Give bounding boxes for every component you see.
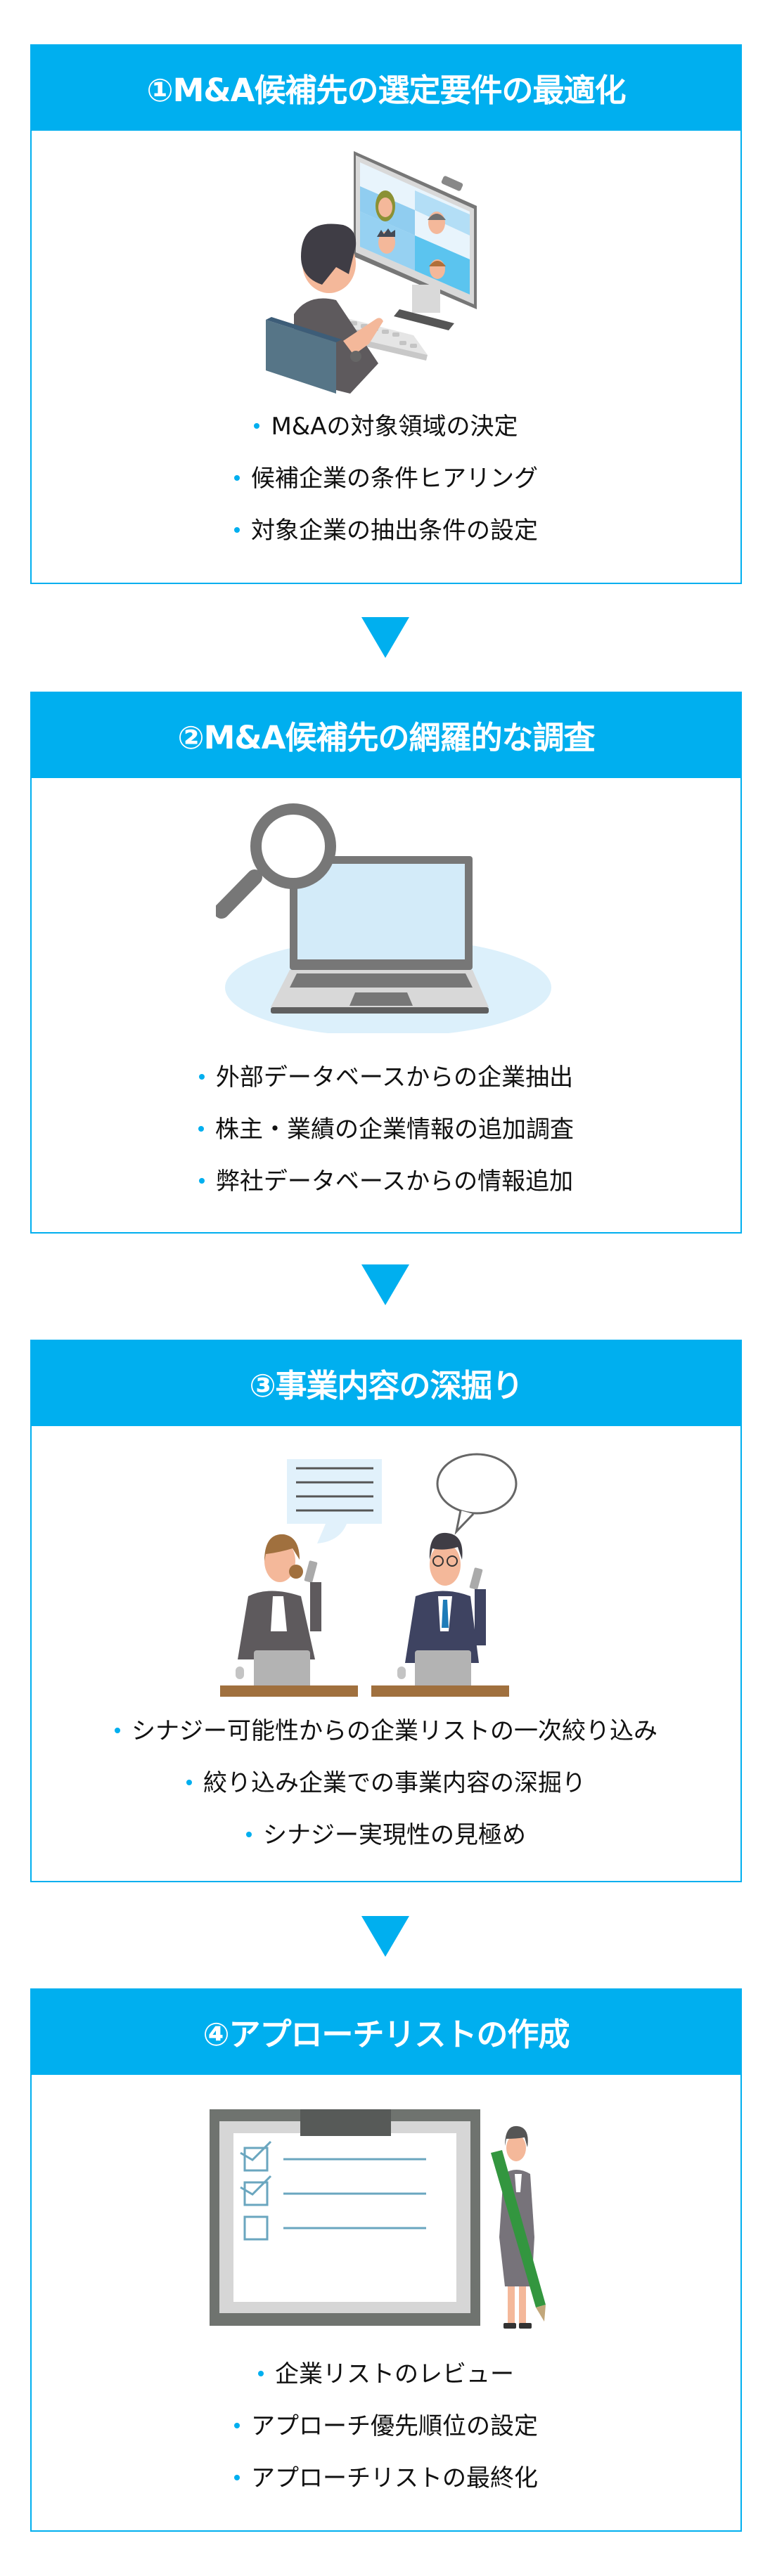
step-2-card: ②M&A候補先の網羅的な調査 外部データベースからの企業抽出 株主・業績の企業情… — [30, 692, 742, 1234]
list-item: 弊社データベースからの情報追加 — [32, 1156, 740, 1208]
bullet-dot-icon — [246, 1831, 252, 1837]
step-1-title: ①M&A候補先の選定要件の最適化 — [30, 44, 742, 131]
list-item: 外部データベースからの企業抽出 — [32, 1051, 740, 1103]
list-item: 候補企業の条件ヒアリング — [32, 453, 740, 505]
bullet-dot-icon — [234, 2474, 240, 2480]
down-arrow-icon — [361, 617, 409, 658]
bullet-dot-icon — [234, 474, 240, 481]
step-4-list: 企業リストのレビュー アプローチ優先順位の設定 アプローチリストの最終化 — [32, 2348, 740, 2504]
step-1-card: ①M&A候補先の選定要件の最適化 — [30, 44, 742, 584]
bullet-dot-icon — [234, 2422, 240, 2428]
business-people-phone-call-icon — [220, 1453, 518, 1697]
list-item: M&Aの対象領域の決定 — [32, 401, 740, 453]
list-item: シナジー実現性の見極め — [32, 1809, 740, 1861]
step-3-title: ③事業内容の深掘り — [30, 1340, 742, 1426]
bullet-dot-icon — [258, 2370, 264, 2376]
list-item: アプローチリストの最終化 — [32, 2452, 740, 2504]
list-item: 企業リストのレビュー — [32, 2348, 740, 2400]
bullet-dot-icon — [198, 1073, 205, 1080]
list-item: シナジー可能性からの企業リストの一次絞り込み — [32, 1705, 740, 1757]
step-4-title: ④アプローチリストの作成 — [30, 1988, 742, 2075]
step-4-card: ④アプローチリストの作成 企業リストのレビュー アプローチ優先順 — [30, 1988, 742, 2532]
bullet-dot-icon — [186, 1779, 192, 1785]
step-1-list: M&Aの対象領域の決定 候補企業の条件ヒアリング 対象企業の抽出条件の設定 — [32, 401, 740, 557]
bullet-dot-icon — [198, 1177, 205, 1184]
step-3-list: シナジー可能性からの企業リストの一次絞り込み 絞り込み企業での事業内容の深掘り … — [32, 1705, 740, 1861]
step-2-list: 外部データベースからの企業抽出 株主・業績の企業情報の追加調査 弊社データベース… — [32, 1051, 740, 1208]
down-arrow-icon — [361, 1264, 409, 1305]
bullet-dot-icon — [198, 1125, 204, 1132]
checklist-clipboard-woman-pencil-icon — [210, 2109, 546, 2329]
bullet-dot-icon — [254, 422, 260, 429]
step-3-card: ③事業内容の深掘り シナジー可能性からの企業リストの一 — [30, 1340, 742, 1882]
step-2-title: ②M&A候補先の網羅的な調査 — [30, 692, 742, 778]
list-item: 株主・業績の企業情報の追加調査 — [32, 1103, 740, 1156]
list-item: 対象企業の抽出条件の設定 — [32, 505, 740, 557]
down-arrow-icon — [361, 1916, 409, 1957]
bullet-dot-icon — [115, 1727, 120, 1733]
list-item: 絞り込み企業での事業内容の深掘り — [32, 1757, 740, 1809]
man-video-conference-icon — [266, 151, 477, 394]
laptop-magnifier-icon — [216, 803, 551, 1033]
list-item: アプローチ優先順位の設定 — [32, 2400, 740, 2452]
bullet-dot-icon — [234, 526, 240, 533]
